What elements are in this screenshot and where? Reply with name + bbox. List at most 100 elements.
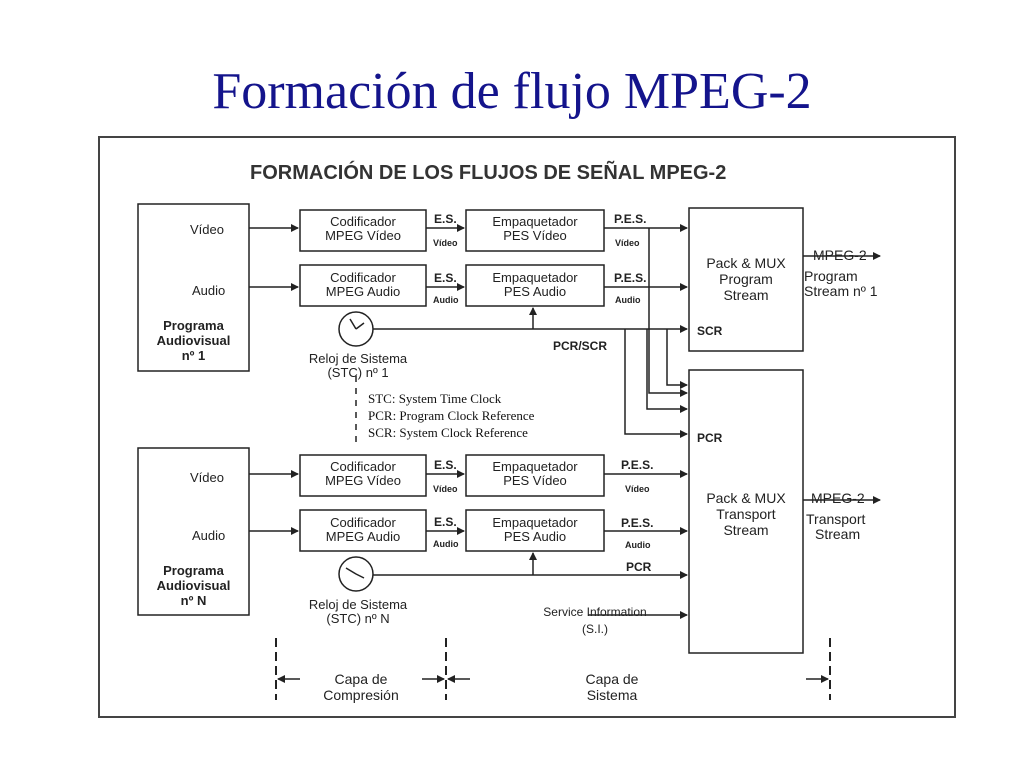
packer-video-n-l1: Empaquetador [492,459,578,474]
ps-mux-l2: Program [719,271,773,287]
packer-video-1-l1: Empaquetador [492,214,578,229]
output-ts-l2: Transport [806,511,866,527]
es-label-video-1: E.S. [434,212,457,226]
encoder-audio-1: Codificador MPEG Audio [300,271,426,299]
encoder-video-1-l2: MPEG Vídeo [325,228,401,243]
compression-layer-l2: Compresión [323,687,399,703]
pes-sub-audio-1: Audio [615,295,641,305]
service-info-l2: (S.I.) [582,622,608,636]
packer-audio-1: Empaquetador PES Audio [466,271,604,299]
ts-mux-l3: Stream [723,522,769,538]
clock-1-label-l2: (STC) nº 1 [327,365,389,380]
encoder-video-n-box [299,454,427,497]
output-ps-l2: Program [804,268,858,284]
output-ps-l1: MPEG-2 [813,247,867,263]
encoder-audio-1-l1: Codificador [330,270,396,285]
packer-video-1-box [465,209,605,252]
encoder-video-1-l1: Codificador [330,214,396,229]
packer-video-n-l2: PES Vídeo [503,473,567,488]
ts-mux-box [688,369,804,654]
clock-n-icon [338,556,374,592]
ts-mux-label: Pack & MUX Transport Stream [689,490,803,538]
program-1-name-line2: Audiovisual [156,333,231,348]
mpeg2-stream-diagram: FORMACIÓN DE LOS FLUJOS DE SEÑAL MPEG-2 … [98,136,956,718]
pes-label-video-n: P.E.S. [621,458,654,472]
ps-mux-box [688,207,804,352]
pes-sub-video-n: Vídeo [625,484,650,494]
program-1-audio-label: Audio [192,283,226,298]
program-n-name: Programa Audiovisual nº N [138,563,249,608]
pcr-scr-label: PCR/SCR [553,339,608,353]
encoder-audio-1-box [299,264,427,307]
abbreviation-notes: STC: System Time Clock PCR: Program Cloc… [368,390,534,441]
diagram-lines [137,203,881,700]
pes-label-video-1: P.E.S. [614,212,647,226]
encoder-video-n-l1: Codificador [330,459,396,474]
encoder-audio-1-l2: MPEG Audio [325,284,401,299]
es-sub-video-n: Vídeo [433,484,458,494]
pes-label-audio-1: P.E.S. [614,271,647,285]
system-layer-l1: Capa de [585,671,639,687]
es-sub-audio-1: Audio [433,295,459,305]
ps-mux-l1: Pack & MUX [706,255,786,271]
encoder-video-n: Codificador MPEG Vídeo [300,460,426,488]
program-n-name-line2: Audiovisual [156,578,231,593]
packer-video-1: Empaquetador PES Vídeo [466,215,604,243]
packer-audio-1-box [465,264,605,307]
note-stc: STC: System Time Clock [368,391,502,406]
packer-audio-1-l1: Empaquetador [492,270,578,285]
encoder-audio-n-l1: Codificador [330,515,396,530]
packer-video-n-box [465,454,605,497]
es-label-audio-1: E.S. [434,271,457,285]
packer-audio-n-l1: Empaquetador [492,515,578,530]
system-layer-l2: Sistema [586,687,638,703]
clock-n-label-l1: Reloj de Sistema [308,597,408,612]
es-sub-video-1: Vídeo [433,238,458,248]
packer-video-n: Empaquetador PES Vídeo [466,460,604,488]
ps-mux-l3: Stream [723,287,769,303]
program-1-name-line1: Programa [163,318,224,333]
clock-n-label-l2: (STC) nº N [326,611,390,626]
clock-n-label: Reloj de Sistema (STC) nº N [290,598,426,626]
program-1-name: Programa Audiovisual nº 1 [138,318,249,363]
program-n-video-label: Vídeo [190,470,224,485]
note-scr: SCR: System Clock Reference [368,425,528,440]
output-ts: MPEG-2 Transport Stream [806,491,865,542]
output-ps: MPEG-2 Program Stream nº 1 [804,248,878,299]
packer-audio-n: Empaquetador PES Audio [466,516,604,544]
encoder-video-1-box [299,209,427,252]
packer-video-1-l2: PES Vídeo [503,228,567,243]
pes-label-audio-n: P.E.S. [621,516,654,530]
output-ts-l1: MPEG-2 [811,490,865,506]
ps-mux-label: Pack & MUX Program Stream [689,255,803,303]
service-info-l1: Service Information [543,605,647,619]
service-information-label: Service Information (S.I.) [530,604,660,638]
pes-sub-audio-n: Audio [625,540,651,550]
program-n-name-line1: Programa [163,563,224,578]
diagram-heading: FORMACIÓN DE LOS FLUJOS DE SEÑAL MPEG-2 [250,162,727,184]
output-ps-l3: Stream nº 1 [804,283,878,299]
encoder-video-n-l2: MPEG Vídeo [325,473,401,488]
es-sub-audio-n: Audio [433,539,459,549]
program-1-name-line3: nº 1 [181,348,206,363]
pcr-n-label: PCR [626,560,652,574]
clock-1-label-l1: Reloj de Sistema [308,351,408,366]
packer-audio-n-l2: PES Audio [503,529,567,544]
slide-title: Formación de flujo MPEG-2 [212,63,812,120]
clock-1-label: Reloj de Sistema (STC) nº 1 [290,352,426,380]
encoder-audio-n: Codificador MPEG Audio [300,516,426,544]
program-n-name-line3: nº N [180,593,207,608]
system-layer-label: Capa de Sistema [560,671,664,703]
program-1-video-label: Vídeo [190,222,224,237]
pes-sub-video-1: Vídeo [615,238,640,248]
program-n-audio-label: Audio [192,528,226,543]
es-label-audio-n: E.S. [434,515,457,529]
encoder-video-1: Codificador MPEG Vídeo [300,215,426,243]
compression-layer-l1: Capa de [334,671,388,687]
note-pcr: PCR: Program Clock Reference [368,408,535,423]
ts-mux-l2: Transport [716,506,776,522]
packer-audio-1-l2: PES Audio [503,284,567,299]
scr-label: SCR [697,324,723,338]
es-label-video-n: E.S. [434,458,457,472]
output-ts-l3: Stream [815,526,861,542]
